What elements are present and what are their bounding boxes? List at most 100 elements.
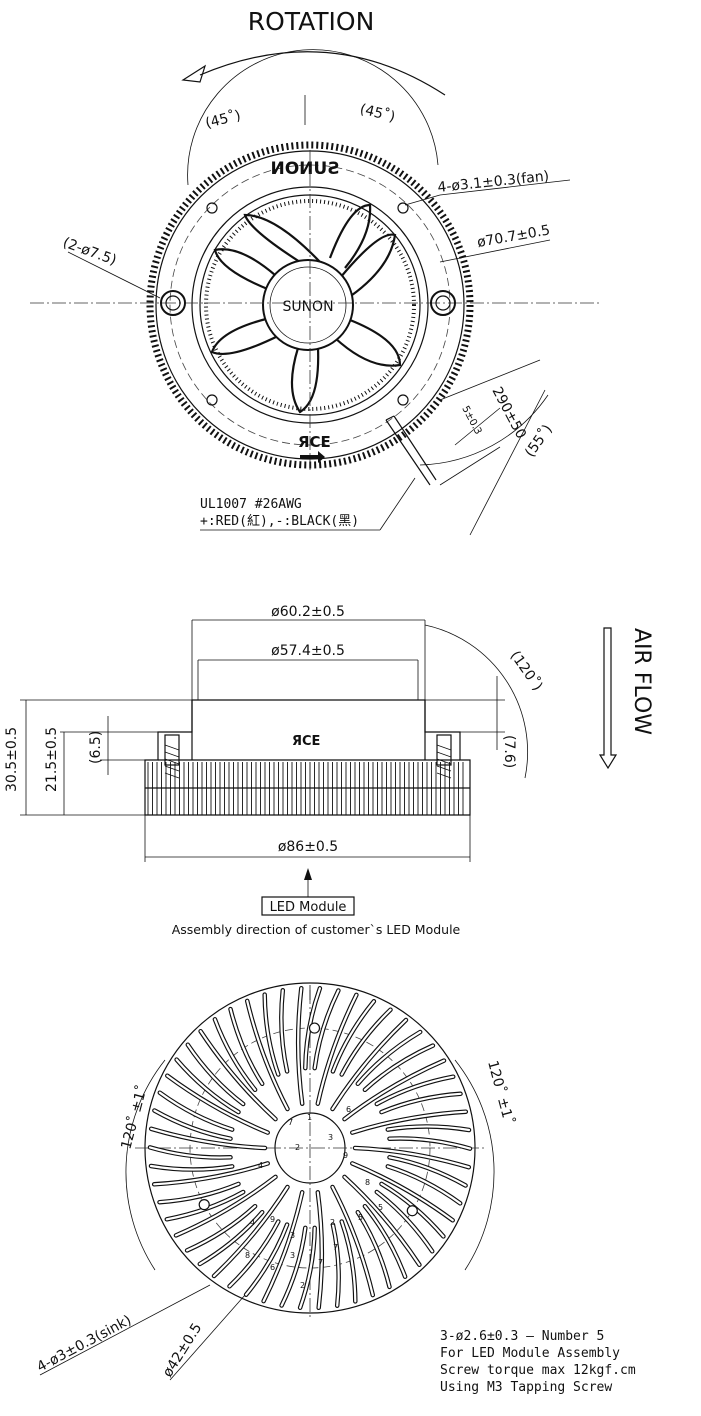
radial-fin	[166, 1074, 269, 1134]
screw-number: 2	[300, 1281, 305, 1290]
screw-number: 8	[245, 1251, 250, 1260]
radial-fin	[331, 1223, 340, 1307]
radial-fin	[262, 1191, 304, 1303]
radial-fin	[263, 993, 280, 1076]
fan-hub	[262, 259, 354, 351]
bottom-angle-arc-right	[454, 1059, 495, 1271]
screw-number: 8	[365, 1178, 370, 1187]
cable-angle-label: (55˚)	[521, 421, 555, 460]
radial-fin	[315, 992, 359, 1106]
heatsink-fins	[147, 762, 464, 815]
fan-grille	[204, 199, 416, 411]
screw-number: 2	[330, 1218, 335, 1227]
radial-fin	[343, 1059, 446, 1121]
airflow-arrow-icon	[598, 627, 618, 770]
screw-number: 1	[307, 1113, 312, 1122]
radial-fin	[158, 1182, 240, 1204]
cert-mark-side: ЯCE	[292, 734, 320, 749]
angle-dimension-arc	[187, 49, 439, 186]
radial-fin	[380, 1092, 462, 1114]
note-line-3: Screw torque max 12kgf.cm	[440, 1363, 636, 1378]
rotation-arc	[199, 51, 446, 96]
radial-fins	[147, 985, 473, 1311]
screw-number: 3	[328, 1133, 333, 1142]
radial-fin	[153, 1109, 232, 1140]
cert-arrow-icon	[300, 451, 325, 463]
screw-number: 9	[343, 1151, 348, 1160]
side-holes	[160, 290, 456, 316]
screw-number: 4	[258, 1161, 263, 1170]
radial-fin	[356, 1211, 391, 1288]
radial-fin	[375, 1075, 455, 1106]
sink-holes-leader	[39, 1284, 211, 1376]
radial-fin	[313, 989, 340, 1070]
radial-fin	[246, 999, 289, 1111]
led-module-box	[261, 896, 355, 916]
radial-fin	[353, 1146, 470, 1169]
cable-dim-line-2	[454, 407, 501, 446]
radial-fin	[299, 1226, 316, 1309]
screw-number: 7	[288, 1118, 293, 1127]
sink-hole	[406, 1205, 418, 1217]
screw-number: 7	[318, 1258, 323, 1267]
screw-number: 6	[270, 1263, 275, 1272]
screw-number: 6	[346, 1105, 351, 1114]
radial-fin	[363, 1044, 434, 1091]
radial-fin	[280, 989, 289, 1073]
angle-right-label: (45˚)	[358, 100, 397, 125]
radial-fin	[199, 1030, 277, 1121]
radial-fin	[351, 1110, 467, 1134]
radial-fin	[343, 1175, 421, 1266]
radial-fin	[356, 1030, 422, 1085]
radial-fin	[386, 1165, 462, 1205]
radial-fin	[149, 1164, 234, 1171]
screw-number: 5	[378, 1203, 383, 1212]
radial-fin	[331, 1185, 374, 1297]
cable-angle-arc	[419, 394, 549, 466]
radial-fin	[261, 1190, 305, 1304]
strip-length-label: 5±0.3	[459, 404, 483, 436]
sink-hole	[198, 1199, 210, 1211]
radial-fin	[351, 1162, 454, 1222]
side-holes-label: (2-ø7.5)	[61, 235, 119, 269]
height-ring-label: (7.6)	[501, 735, 517, 768]
assembly-note: Assembly direction of customer`s LED Mod…	[172, 922, 461, 937]
screw-number: 9	[270, 1215, 275, 1224]
screw-number: 2	[295, 1143, 300, 1152]
dia-base-label: ø86±0.5	[278, 839, 338, 855]
bottom-angle-arc-left	[125, 1059, 166, 1271]
radial-fin	[228, 1220, 280, 1288]
fan-holes-label: 4-ø3.1±0.3(fan)	[437, 168, 550, 196]
radial-fin	[331, 1000, 375, 1073]
fan-holes-leader	[404, 194, 441, 206]
dia-inner-label: ø57.4±0.5	[271, 643, 345, 659]
wire-spec: UL1007 #26AWG	[200, 497, 302, 512]
radial-fin	[280, 1226, 307, 1307]
radial-fin	[316, 1191, 323, 1309]
angle-left-label: (45˚)	[204, 107, 243, 132]
cable-ext-line	[439, 359, 541, 401]
screw-number: 3	[290, 1231, 295, 1240]
height-total-label: 30.5±0.5	[4, 727, 20, 792]
airflow-label: AIR FLOW	[629, 628, 654, 735]
radial-fin	[153, 1162, 269, 1186]
bottom-angle-left-label: 120˚ ±1˚	[117, 1083, 150, 1151]
side-view: ø60.2±0.5 ø57.4±0.5 ЯCE 30.5±0.5	[4, 604, 654, 937]
screw-number: 5	[358, 1213, 363, 1222]
height-sink-label: 21.5±0.5	[44, 727, 60, 792]
diameter-outer-leader	[439, 239, 551, 263]
radial-fin	[388, 1137, 472, 1150]
sink-holes-label: 4-ø3±0.3(sink)	[34, 1312, 134, 1375]
radial-fin	[229, 1008, 264, 1085]
fan-hub-inner	[269, 266, 347, 344]
radial-fin	[150, 1127, 267, 1150]
screws-side	[164, 734, 452, 779]
rotation-arrow-icon	[181, 64, 207, 83]
note-line-1: 3-ø2.6±0.3 – Number 5	[440, 1329, 604, 1344]
note-line-2: For LED Module Assembly	[440, 1346, 620, 1361]
radial-fin	[388, 1156, 467, 1187]
cable	[385, 415, 437, 486]
radial-fin	[213, 1018, 257, 1091]
rotation-label: ROTATION	[248, 7, 375, 36]
